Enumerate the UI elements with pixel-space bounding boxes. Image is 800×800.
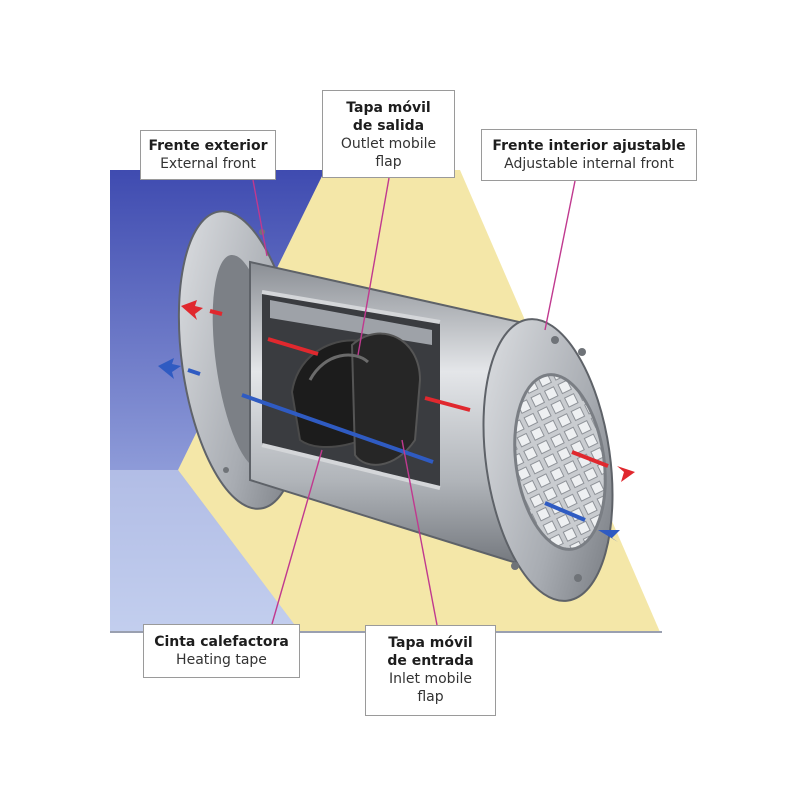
label-inlet-flap-es-1: Tapa móvil bbox=[388, 635, 473, 651]
wall-panel-edge bbox=[110, 470, 300, 632]
inlet-mobile-flap bbox=[350, 332, 422, 466]
adjustable-grille bbox=[513, 373, 607, 551]
label-outlet-flap-es-1: Tapa móvil bbox=[346, 100, 431, 116]
label-inlet-flap: Tapa móvil de entrada Inlet mobile flap bbox=[365, 625, 496, 716]
screw bbox=[223, 467, 229, 473]
label-external-front-en: External front bbox=[160, 156, 256, 172]
cool-air-flow bbox=[158, 358, 620, 542]
label-internal-front: Frente interior ajustable Adjustable int… bbox=[481, 129, 697, 181]
label-internal-front-es: Frente interior ajustable bbox=[492, 138, 686, 154]
screw bbox=[551, 336, 559, 344]
label-external-front-es: Frente exterior bbox=[148, 138, 268, 154]
label-heating-tape-en: Heating tape bbox=[176, 652, 267, 668]
label-outlet-flap-en-2: flap bbox=[375, 154, 402, 170]
tube-interior-shade bbox=[270, 300, 432, 345]
label-heating-tape: Cinta calefactora Heating tape bbox=[143, 624, 300, 678]
flap-highlight bbox=[308, 353, 370, 381]
label-internal-front-en: Adjustable internal front bbox=[504, 156, 674, 172]
label-external-front: Frente exterior External front bbox=[140, 130, 276, 180]
screw bbox=[511, 562, 519, 570]
screw bbox=[574, 574, 582, 582]
label-inlet-flap-es-2: de entrada bbox=[387, 653, 474, 669]
label-outlet-flap-en-1: Outlet mobile bbox=[340, 136, 437, 152]
label-outlet-flap: Tapa móvil de salida Outlet mobile flap bbox=[322, 90, 455, 178]
tube-groove bbox=[261, 290, 441, 324]
leader-lines bbox=[252, 177, 576, 626]
label-inlet-flap-en-2: flap bbox=[417, 689, 444, 705]
label-outlet-flap-es-2: de salida bbox=[352, 118, 425, 134]
label-heating-tape-es: Cinta calefactora bbox=[154, 634, 289, 650]
warm-air-flow bbox=[181, 300, 635, 482]
screw bbox=[578, 348, 586, 356]
label-inlet-flap-en-1: Inlet mobile bbox=[389, 671, 472, 687]
